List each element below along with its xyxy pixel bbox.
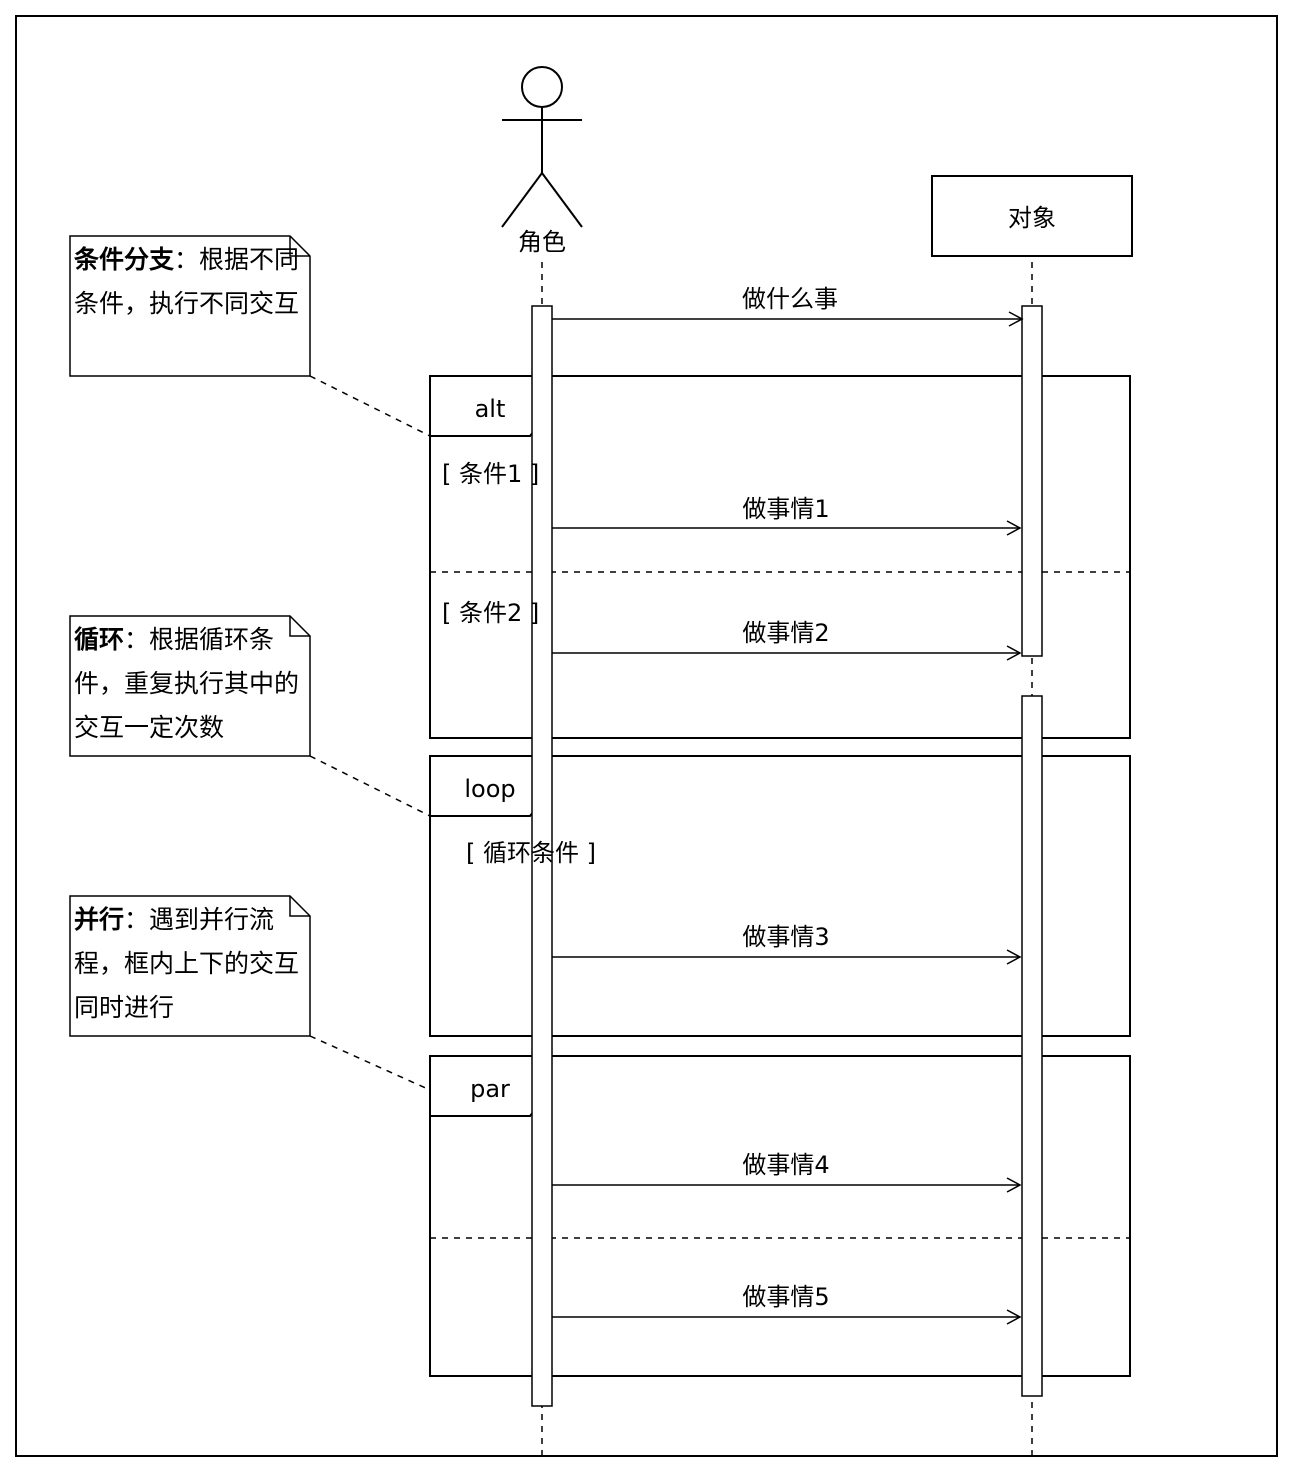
note-alt: 条件分支：根据不同条件，执行不同交互 [74,238,306,326]
note-par-title: 并行 [74,905,125,934]
note-alt-shape [69,235,431,437]
loop-tag: loop [464,775,515,803]
message-5: 做事情5 [552,1283,1022,1325]
loop-guard: [ 循环条件 ] [466,839,596,867]
note-alt-connector [309,375,431,437]
actor-activation [531,305,553,1407]
note-alt-sep: ： [174,245,200,274]
object-activation-1 [1021,305,1043,657]
note-loop-body: 根据循环条件，重复执行其中的交互一定次数 [74,625,300,742]
message-2: 做事情2 [552,619,1022,661]
note-loop: 循环：根据循环条件，重复执行其中的交互一定次数 [74,618,306,750]
note-par: 并行：遇到并行流程，框内上下的交互同时进行 [74,898,306,1030]
message-label: 做事情2 [742,619,829,647]
message-3: 做事情3 [552,923,1022,965]
note-alt-body: 根据不同条件，执行不同交互 [74,245,300,318]
note-loop-sep: ： [124,625,150,654]
note-par-connector [309,1035,431,1091]
alt-guard-1: [ 条件1 ] [442,460,539,488]
object-activation-2 [1021,695,1043,1397]
message-4: 做事情4 [552,1151,1022,1193]
actor-label: 角色 [518,228,566,256]
note-loop-shape [69,615,431,817]
par-tag: par [470,1075,510,1103]
message-label: 做事情5 [742,1283,829,1311]
object-box [931,175,1133,257]
actor-icon [501,66,583,228]
alt-tag: alt [475,395,506,423]
note-loop-title: 循环 [74,625,125,654]
message-1: 做事情1 [552,495,1022,536]
loop-fragment [429,755,1131,1037]
note-alt-title: 条件分支 [74,245,175,274]
message-label: 做什么事 [742,285,838,313]
message-label: 做事情4 [742,1151,829,1179]
message-label: 做事情3 [742,923,829,951]
note-loop-connector [309,755,431,817]
message-0: 做什么事 [552,285,1024,327]
note-par-body: 遇到并行流程，框内上下的交互同时进行 [74,905,300,1022]
alt-guard-2: [ 条件2 ] [442,599,539,627]
message-label: 做事情1 [742,495,829,523]
note-par-sep: ： [124,905,150,934]
object-label: 对象 [1008,204,1056,232]
note-par-shape [69,895,431,1091]
par-fragment [429,1055,1131,1377]
